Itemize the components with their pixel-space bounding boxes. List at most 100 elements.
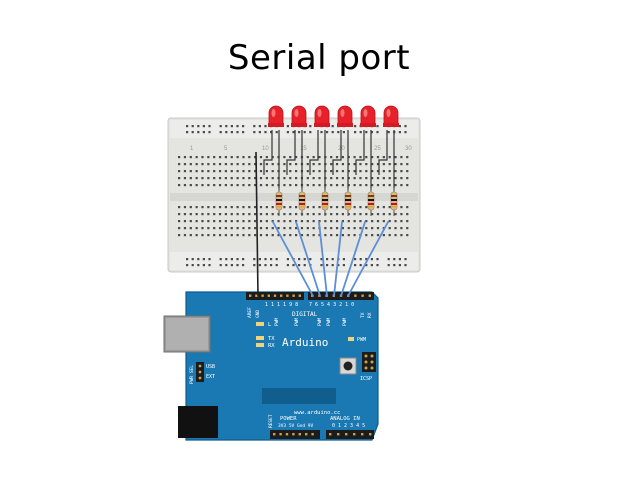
breadboard-hole (213, 177, 216, 180)
breadboard-hole (195, 177, 198, 180)
breadboard-hole (248, 206, 251, 209)
l-led (256, 322, 264, 326)
header-pin (311, 433, 314, 436)
header-pin (255, 294, 258, 297)
breadboard-holes (178, 125, 409, 267)
breadboard-hole (331, 264, 334, 267)
breadboard-hole (271, 213, 274, 216)
header-pin (305, 433, 308, 436)
breadboard-hole (178, 213, 181, 216)
breadboard-hole (406, 177, 409, 180)
pwr-sel-label: PWR SEL (189, 365, 195, 384)
breadboard-hole (189, 170, 192, 173)
breadboard-hole (254, 213, 257, 216)
breadboard-hole (242, 177, 245, 180)
breadboard-hole (189, 220, 192, 223)
breadboard-hole (195, 220, 198, 223)
breadboard-hole (388, 234, 391, 237)
breadboard-hole (248, 170, 251, 173)
breadboard-hole (341, 234, 344, 237)
breadboard-hole (178, 156, 181, 159)
breadboard-hole (341, 170, 344, 173)
header-pin (273, 294, 277, 297)
breadboard-hole (236, 206, 239, 209)
breadboard-hole (265, 220, 268, 223)
resistor-band (345, 199, 351, 201)
led-highlight (340, 109, 345, 117)
resistor-band (276, 203, 282, 205)
pwm-label: PWM (326, 318, 332, 326)
breadboard-hole (306, 177, 309, 180)
breadboard-hole (359, 184, 362, 187)
breadboard-hole (254, 170, 257, 173)
breadboard-hole (306, 206, 309, 209)
breadboard-hole (191, 264, 194, 267)
breadboard-hole (388, 156, 391, 159)
breadboard-hole (289, 227, 292, 230)
breadboard-hole (207, 220, 210, 223)
breadboard-hole (312, 170, 315, 173)
breadboard-hole (265, 234, 268, 237)
breadboard-hole (398, 258, 401, 261)
breadboard-hole (359, 131, 362, 134)
breadboard-hole (213, 234, 216, 237)
pwr-led-label: PWM (357, 337, 366, 343)
breadboard-hole (224, 184, 227, 187)
breadboard-hole (306, 163, 309, 166)
breadboard-hole (213, 220, 216, 223)
breadboard-hole (258, 258, 261, 261)
breadboard-hole (183, 213, 187, 216)
signal-wire (295, 221, 321, 297)
breadboard-hole (341, 156, 344, 159)
breadboard-hole (347, 177, 350, 180)
breadboard-hole (264, 125, 267, 128)
breadboard-hole (218, 163, 222, 166)
breadboard-hole (406, 227, 409, 230)
breadboard-hole (376, 227, 380, 230)
breadboard-hole (230, 163, 233, 166)
breadboard-hole (275, 258, 278, 261)
breadboard-hole (341, 177, 344, 180)
breadboard-hole (236, 264, 239, 267)
breadboard-hole (277, 227, 280, 230)
breadboard-hole (354, 264, 357, 267)
breadboard-hole (342, 258, 345, 261)
signal-wire (347, 221, 389, 297)
breadboard-hole (354, 125, 357, 128)
breadboard-hole (189, 227, 192, 230)
breadboard-hole (271, 227, 274, 230)
breadboard-hole (236, 213, 239, 216)
breadboard-hole (303, 131, 306, 134)
breadboard-hole (370, 258, 373, 261)
breadboard-hole (376, 125, 379, 128)
header-pin (329, 433, 332, 436)
breadboard-hole (242, 125, 245, 128)
breadboard-hole (330, 220, 333, 223)
header-pin (361, 433, 364, 436)
breadboard-hole (283, 206, 286, 209)
breadboard-hole (318, 170, 321, 173)
breadboard-hole (289, 213, 292, 216)
breadboard-hole (295, 227, 298, 230)
breadboard-hole (178, 163, 181, 166)
resistor-band (391, 203, 397, 205)
breadboard-hole (371, 234, 374, 237)
breadboard-hole (178, 220, 181, 223)
breadboard-hole (230, 258, 233, 261)
reset-label: RESET (268, 414, 274, 428)
breadboard-hole (312, 184, 315, 187)
breadboard-hole (207, 206, 210, 209)
resistor-band (391, 195, 397, 197)
breadboard-hole (183, 170, 187, 173)
breadboard-hole (264, 131, 267, 134)
breadboard-hole (330, 163, 333, 166)
rx-led (256, 343, 264, 347)
breadboard-hole (242, 234, 245, 237)
header-pin (298, 433, 301, 436)
breadboard-hole (271, 177, 274, 180)
resistor-band (345, 206, 351, 208)
led-highlight (386, 109, 391, 117)
breadboard-hole (286, 258, 289, 261)
breadboard-hole (201, 220, 204, 223)
breadboard-hole (197, 131, 200, 134)
